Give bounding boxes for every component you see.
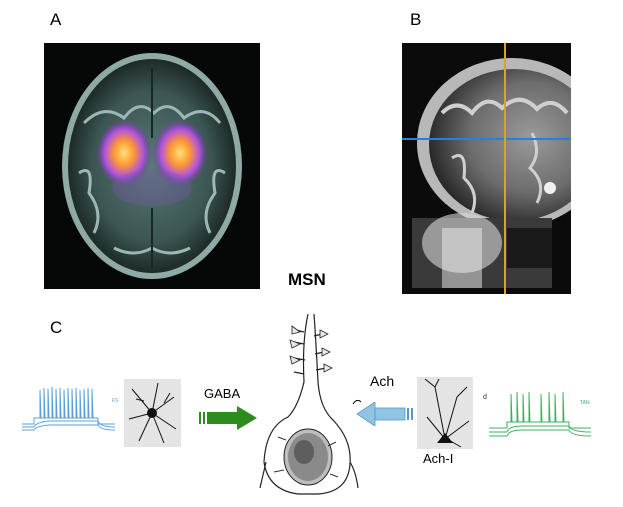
fs-trace	[20, 380, 125, 440]
d-mark-label: d	[483, 394, 487, 401]
ach-i-label: Ach-I	[423, 451, 454, 466]
fs-label: FS	[112, 398, 119, 404]
gaba-arrow	[199, 406, 259, 430]
ach-label: Ach	[370, 373, 395, 389]
tan-label: TAN	[580, 400, 590, 406]
msn-neuron-drawing	[258, 312, 360, 502]
panel-b-letter: B	[410, 10, 422, 29]
tan-trace	[487, 380, 597, 442]
curved-mark-icon	[352, 398, 362, 406]
panel-c-letter: C	[50, 318, 63, 337]
mri-coronal-image	[402, 43, 571, 294]
pet-mri-axial-image	[44, 43, 260, 289]
gaba-label: GABA	[204, 386, 241, 401]
right-striatum-hotspot	[152, 119, 208, 187]
msn-title: MSN	[288, 270, 326, 289]
fs-interneuron-image	[124, 379, 181, 447]
cholinergic-interneuron-image	[417, 377, 473, 449]
ach-arrow	[355, 402, 415, 426]
panel-a-letter: A	[50, 10, 62, 29]
left-striatum-hotspot	[96, 119, 152, 187]
